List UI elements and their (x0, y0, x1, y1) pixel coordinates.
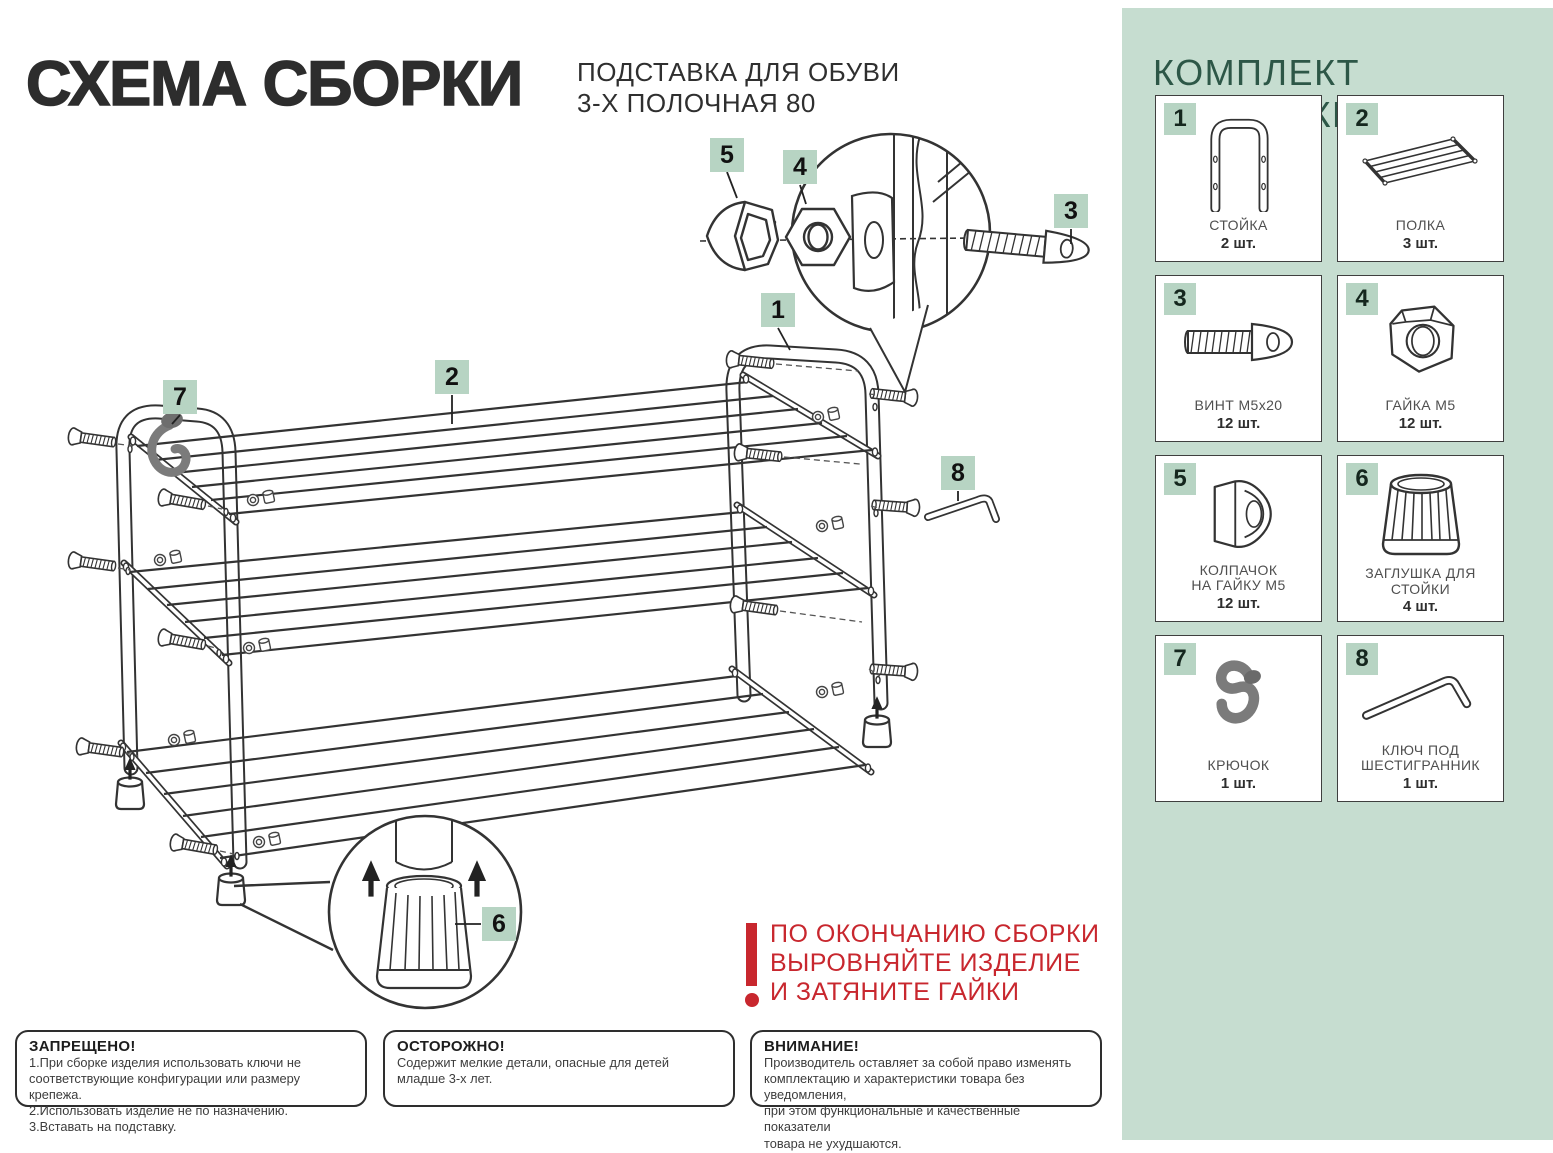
fastener-holes (119, 374, 881, 867)
hex-key (924, 494, 1000, 523)
kit-card-hook: 7 КРЮЧОК 1 шт. (1155, 635, 1322, 802)
fastener-detail-magnifier (699, 132, 1090, 395)
shelf-top (127, 371, 882, 526)
kit-panel: КОМПЛЕКТ ПОСТАВКИ 1 СТОЙКА 2 шт. 2 (1122, 8, 1553, 1140)
kit-card-cap: 5 КОЛПАЧОК НА ГАЙКУ М5 12 шт. (1155, 455, 1322, 622)
callout-4-badge: 4 (783, 150, 817, 184)
kit-card-number: 4 (1346, 283, 1378, 315)
kit-item-name: ЗАГЛУШКА ДЛЯ СТОЙКИ (1365, 565, 1476, 597)
bolts (66, 349, 921, 860)
shelf-bottom (117, 665, 875, 870)
exclamation-icon (745, 920, 759, 1007)
kit-item-name: ВИНТ М5х20 (1194, 397, 1283, 414)
kit-item-qty: 12 шт. (1216, 415, 1261, 432)
right-stand-frame (725, 344, 889, 711)
warning-box-forbidden: ЗАПРЕЩЕНО! 1.При сборке изделия использо… (15, 1030, 367, 1134)
callout-7-badge: 7 (163, 380, 197, 414)
shelf-middle (120, 501, 878, 667)
note-line-1: ПО ОКОНЧАНИЮ СБОРКИ (770, 920, 1100, 948)
kit-card-number: 2 (1346, 103, 1378, 135)
shelf-icon (1361, 136, 1478, 186)
kit-item-name: СТОЙКА (1209, 217, 1268, 234)
callout-6-badge: 6 (482, 907, 516, 941)
kit-card-hexkey: 8 КЛЮЧ ПОД ШЕСТИГРАННИК 1 шт. (1337, 635, 1504, 802)
callout-5-badge: 5 (710, 138, 744, 172)
kit-item-qty: 12 шт. (1216, 595, 1261, 612)
foot-plug-magnifier (233, 814, 523, 1010)
kit-item-name: КОЛПАЧОК НА ГАЙКУ М5 (1191, 561, 1286, 594)
hook (147, 411, 191, 477)
screw-icon (1183, 322, 1293, 362)
kit-card-number: 3 (1164, 283, 1196, 315)
kit-card-number: 8 (1346, 643, 1378, 675)
kit-item-name: ПОЛКА (1395, 217, 1446, 234)
kit-card-number: 7 (1164, 643, 1196, 675)
kit-item-name: КЛЮЧ ПОД ШЕСТИГРАННИК (1361, 741, 1480, 774)
note-line-2: ВЫРОВНЯЙТЕ ИЗДЕЛИЕ (770, 949, 1081, 977)
kit-card-plug: 6 ЗАГЛУШКА ДЛЯ СТОЙКИ 4 шт. (1337, 455, 1504, 622)
subtitle-line-1: ПОДСТАВКА ДЛЯ ОБУВИ (577, 57, 900, 87)
kit-item-qty: 4 шт. (1402, 598, 1439, 616)
kit-item-name: ГАЙКА М5 (1385, 397, 1456, 414)
callout-2-badge: 2 (435, 360, 469, 394)
page-title: СХЕМА СБОРКИ (25, 48, 524, 120)
hex-key-icon (1361, 676, 1471, 721)
completion-note: ПО ОКОНЧАНИЮ СБОРКИ ВЫРОВНЯЙТЕ ИЗДЕЛИЕ И… (745, 920, 1100, 1007)
kit-card-number: 6 (1346, 463, 1378, 495)
kit-card-screw: 3 ВИНТ М5х20 12 шт. (1155, 275, 1322, 442)
kit-card-shelf: 2 ПОЛКА 3 шт. (1337, 95, 1504, 262)
warning-title: ОСТОРОЖНО! (397, 1038, 505, 1055)
note-line-3: И ЗАТЯНИТЕ ГАЙКИ (770, 978, 1020, 1006)
warning-title: ВНИМАНИЕ! (764, 1038, 860, 1055)
warning-box-caution: ОСТОРОЖНО! Содержит мелкие детали, опасн… (383, 1030, 735, 1107)
hook-icon (1215, 660, 1261, 724)
stand-icon (1209, 118, 1269, 213)
kit-grid: 1 СТОЙКА 2 шт. 2 (1155, 95, 1504, 802)
cap-nut-part (705, 200, 780, 272)
stand-plug-icon (1381, 473, 1460, 556)
kit-item-qty: 3 шт. (1402, 235, 1439, 252)
callout-connectors (171, 171, 1072, 501)
kit-card-stand: 1 СТОЙКА 2 шт. (1155, 95, 1322, 262)
kit-item-qty: 2 шт. (1220, 235, 1257, 252)
warning-body: Содержит мелкие детали, опасные для дете… (397, 1055, 670, 1087)
kit-item-qty: 12 шт. (1398, 415, 1443, 432)
kit-item-qty: 1 шт. (1402, 775, 1439, 792)
warning-box-attention: ВНИМАНИЕ! Производитель оставляет за соб… (750, 1030, 1102, 1151)
kit-item-qty: 1 шт. (1220, 775, 1257, 792)
bolt-part (963, 228, 1090, 264)
hex-nut-part (784, 207, 852, 267)
kit-card-nut: 4 ГАЙКА М5 12 шт. (1337, 275, 1504, 442)
nut-icon (1388, 305, 1455, 373)
kit-card-number: 1 (1164, 103, 1196, 135)
product-subtitle: ПОДСТАВКА ДЛЯ ОБУВИ 3-Х ПОЛОЧНАЯ 80 (577, 57, 900, 119)
warning-body: 1.При сборке изделия использовать ключи … (29, 1055, 302, 1135)
callout-3-badge: 3 (1054, 194, 1088, 228)
kit-card-number: 5 (1164, 463, 1196, 495)
cap-nut-icon (1213, 480, 1272, 549)
warning-title: ЗАПРЕЩЕНО! (29, 1038, 136, 1055)
kit-item-name: КРЮЧОК (1207, 757, 1270, 774)
subtitle-line-2: 3-Х ПОЛОЧНАЯ 80 (577, 88, 816, 118)
callout-1-badge: 1 (761, 293, 795, 327)
callout-8-badge: 8 (941, 456, 975, 490)
warning-body: Производитель оставляет за собой право и… (764, 1055, 1072, 1151)
